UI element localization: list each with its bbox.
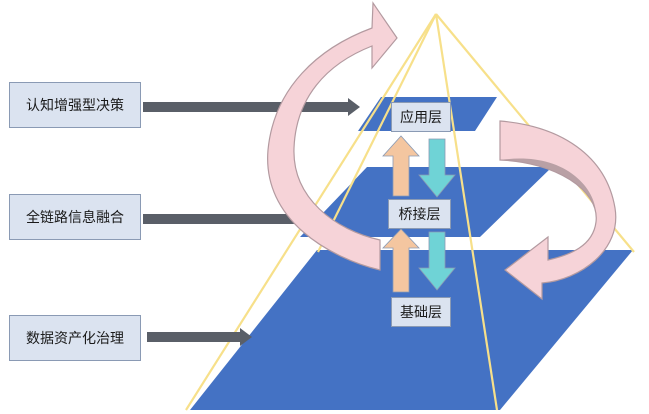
cycle-arrow-left	[267, 1, 398, 271]
side-label-asset-text: 数据资产化治理	[26, 331, 124, 347]
side-label-asset: 数据资产化治理	[9, 315, 141, 361]
application-layer-text: 应用层	[400, 110, 442, 126]
arrow-decision-to-application	[143, 98, 360, 116]
down-arrow-upper	[418, 138, 456, 198]
side-label-decision-text: 认知增强型决策	[26, 98, 124, 114]
arrow-asset-to-base	[147, 328, 252, 346]
arrow-fusion-to-bridge	[143, 210, 312, 228]
bridge-layer-label: 桥接层	[388, 199, 451, 229]
base-layer-text: 基础层	[400, 305, 442, 321]
base-layer-label: 基础层	[391, 297, 451, 327]
cycle-arrow-right	[499, 120, 617, 301]
application-layer-label: 应用层	[391, 102, 451, 132]
bridge-layer-text: 桥接层	[398, 207, 441, 223]
down-arrow-lower	[418, 231, 456, 291]
side-label-fusion-text: 全链路信息融合	[26, 210, 124, 226]
up-arrow-upper	[382, 135, 420, 197]
up-arrow-lower	[382, 228, 420, 293]
side-label-fusion: 全链路信息融合	[9, 194, 141, 240]
side-label-decision: 认知增强型决策	[9, 82, 141, 128]
base-layer-plane	[190, 250, 633, 410]
